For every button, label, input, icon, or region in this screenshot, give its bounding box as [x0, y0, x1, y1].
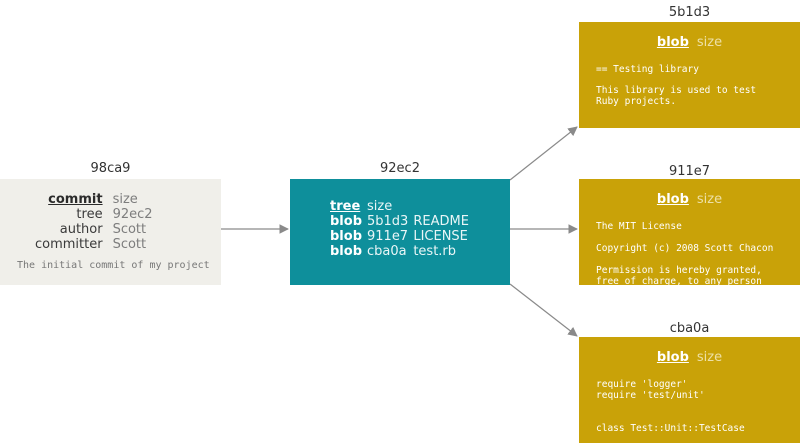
arrow-tree-to-blob-cba0a — [509, 283, 578, 337]
tree-row-3-hash: cba0a — [367, 244, 407, 259]
blob-3-size: size — [696, 350, 723, 365]
author-value: Scott — [112, 222, 147, 237]
blob-3-line-1: require 'test/unit' — [596, 390, 705, 401]
blob-2-line-5: free of charge, to any person — [596, 276, 762, 287]
tree-row-2-name: LICENSE — [413, 229, 468, 244]
tree-row-3-name: test.rb — [413, 244, 457, 259]
committer-key: committer — [35, 237, 103, 252]
blob-3-header: blob size — [579, 350, 800, 365]
commit-fields: commit size tree 92ec2 author Scott comm… — [35, 192, 153, 252]
blob-1-header: blob size — [579, 35, 800, 50]
tree-row-1-name: README — [413, 214, 469, 229]
tree-object: tree size blob 5b1d3 README blob 911e7 L… — [290, 179, 510, 285]
blob-3-line-0: require 'logger' — [596, 379, 688, 390]
blob-2-line-0: The MIT License — [596, 221, 682, 232]
committer-value: Scott — [112, 237, 147, 252]
commit-label: commit — [48, 192, 103, 207]
blob-3-label: blob — [656, 350, 689, 365]
arrow-tree-to-blob-5b1d3 — [509, 126, 578, 181]
tree-key: tree — [76, 207, 103, 222]
blob-1-line-3: Ruby projects. — [596, 96, 677, 107]
blob-1-size: size — [696, 35, 723, 50]
commit-message: The initial commit of my project — [17, 260, 210, 271]
blob-object-cba0a: blob size require 'logger' require 'test/… — [579, 337, 800, 443]
tree-value: 92ec2 — [112, 207, 153, 222]
tree-hash: 92ec2 — [380, 161, 420, 176]
blob-object-5b1d3: blob size == Testing library This library… — [579, 22, 800, 128]
blob-3-hash: cba0a — [669, 321, 710, 336]
tree-row-1-hash: 5b1d3 — [367, 214, 409, 229]
blob-2-hash: 911e7 — [668, 164, 711, 179]
blob-3-line-4: class Test::Unit::TestCase — [596, 423, 745, 434]
blob-1-line-0: == Testing library — [596, 64, 699, 75]
commit-object: commit size tree 92ec2 author Scott comm… — [0, 179, 221, 285]
commit-size: size — [112, 192, 138, 207]
blob-2-label: blob — [656, 192, 689, 207]
blob-1-label: blob — [656, 35, 689, 50]
blob-2-line-2: Copyright (c) 2008 Scott Chacon — [596, 243, 774, 254]
blob-2-header: blob size — [579, 192, 800, 207]
blob-2-line-4: Permission is hereby granted, — [596, 265, 762, 276]
tree-size: size — [367, 199, 393, 214]
tree-row-3-type: blob — [330, 244, 362, 259]
tree-label: tree — [330, 199, 361, 214]
tree-entries: tree size blob 5b1d3 README blob 911e7 L… — [330, 199, 469, 259]
blob-2-size: size — [696, 192, 723, 207]
blob-object-911e7: blob size The MIT License Copyright (c) 2… — [579, 179, 800, 287]
tree-row-2-type: blob — [330, 229, 362, 244]
commit-hash: 98ca9 — [90, 161, 131, 176]
tree-row-1-type: blob — [330, 214, 362, 229]
blob-1-line-2: This library is used to test — [596, 85, 757, 96]
blob-1-hash: 5b1d3 — [668, 5, 711, 20]
tree-row-0-name — [413, 199, 469, 214]
tree-row-2-hash: 911e7 — [367, 229, 409, 244]
author-key: author — [59, 222, 103, 237]
